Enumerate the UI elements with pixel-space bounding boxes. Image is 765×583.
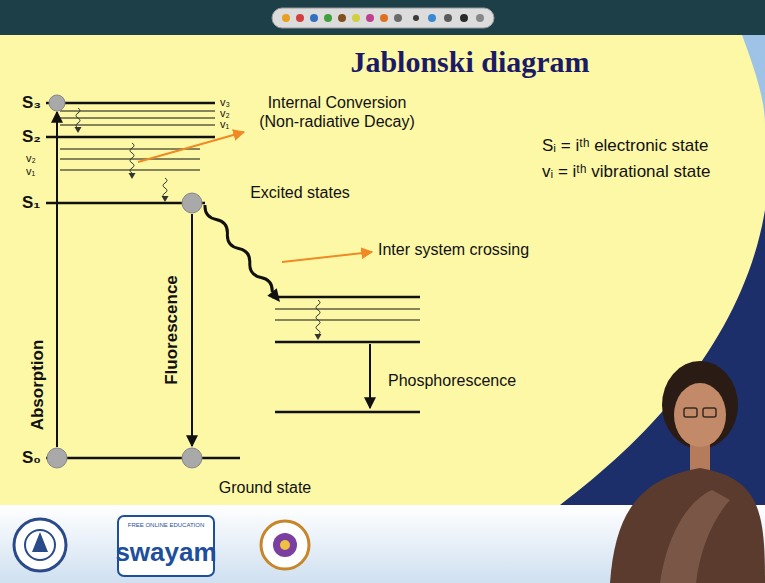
electron (182, 193, 202, 213)
presenter-body (610, 468, 765, 583)
fluorescence-arrow (191, 214, 193, 446)
vibrational-level (275, 320, 420, 321)
electron (182, 448, 202, 468)
presenter-glasses (684, 408, 697, 417)
transition-label: Absorption (28, 340, 48, 431)
state-label: Ground state (219, 478, 312, 497)
electron (47, 448, 67, 468)
top-bar (0, 0, 765, 35)
energy-level (46, 457, 240, 460)
transition-label: Fluorescence (162, 275, 182, 385)
energy-level (46, 102, 215, 105)
vibrational-level (275, 309, 420, 310)
toolbar-icon (380, 14, 388, 22)
energy-level-label: S₂ (22, 127, 41, 147)
process-label: Internal Conversion (Non-radiative Decay… (247, 93, 427, 131)
absorption-arrow (56, 112, 58, 447)
presenter-hair (662, 361, 738, 449)
toolbar (272, 8, 494, 28)
energy-level-label: S₁ (22, 193, 40, 213)
toolbar-icon (444, 14, 452, 22)
institute-logo (25, 530, 55, 560)
presenter-glasses (703, 408, 716, 417)
energy-level (46, 202, 205, 205)
corner-wave (742, 35, 765, 125)
process-label: Excited states (250, 183, 350, 202)
toolbar-icon (476, 14, 484, 22)
vibrational-level (60, 111, 215, 112)
toolbar-icon (352, 14, 360, 22)
vibrational-level (60, 125, 215, 126)
toolbar-icon (366, 14, 374, 22)
toolbar-icon (324, 14, 332, 22)
slide-title: Jablonski diagram (350, 44, 589, 80)
toolbar-icon (338, 14, 346, 22)
energy-level (275, 341, 420, 344)
vibrational-level-label: v₁ (26, 165, 35, 178)
energy-level (46, 136, 215, 139)
toolbar-icon (296, 14, 304, 22)
squiggle-head (75, 127, 82, 133)
toolbar-icon (282, 14, 290, 22)
toolbar-icon (310, 14, 318, 22)
slide-background (0, 35, 765, 505)
institute-logo (14, 519, 66, 571)
vibrational-level-label: v₂ (26, 152, 36, 165)
institute-logo (32, 532, 48, 552)
internal-conversion-squiggle (316, 300, 320, 335)
logo-text: swayam (115, 537, 216, 568)
nptel-logo (273, 533, 297, 557)
process-label: Inter system crossing (378, 240, 529, 259)
toolbar-icon (413, 15, 419, 21)
transition-label: Phosphorescence (388, 371, 516, 390)
vibrational-level-label: v₁ (220, 118, 229, 131)
presenter-sari (660, 490, 730, 583)
internal-conversion-squiggle (163, 178, 167, 198)
toolbar-icon (428, 14, 436, 22)
internal-conversion-squiggle (130, 143, 134, 173)
internal-conversion-squiggle (76, 108, 80, 128)
intersystem-crossing-wave (205, 205, 272, 292)
squiggle-head (315, 334, 322, 340)
toolbar-icon (460, 14, 468, 22)
callout-arrow (282, 252, 372, 262)
vibrational-level (60, 118, 215, 119)
phosphorescence-arrow (369, 344, 371, 408)
toolbar-icon (394, 14, 402, 22)
squiggle-head (129, 173, 136, 179)
logo-tagline: FREE ONLINE EDUCATION (128, 522, 205, 529)
energy-level (275, 411, 420, 414)
notation-note: vᵢ = iᵗʰ vibrational state (542, 162, 710, 182)
notation-note: Sᵢ = iᵗʰ electronic state (542, 136, 708, 156)
squiggle-head (162, 196, 169, 202)
nptel-logo (280, 540, 290, 550)
energy-level (272, 296, 420, 299)
energy-level-label: S₃ (22, 93, 41, 113)
corner-wave (560, 210, 765, 505)
callout-arrow (138, 132, 244, 162)
intersystem-crossing-head (267, 288, 280, 302)
nptel-logo (261, 521, 309, 569)
energy-level-label: S₀ (22, 448, 41, 468)
electron (49, 95, 65, 111)
presenter-face (674, 383, 726, 447)
